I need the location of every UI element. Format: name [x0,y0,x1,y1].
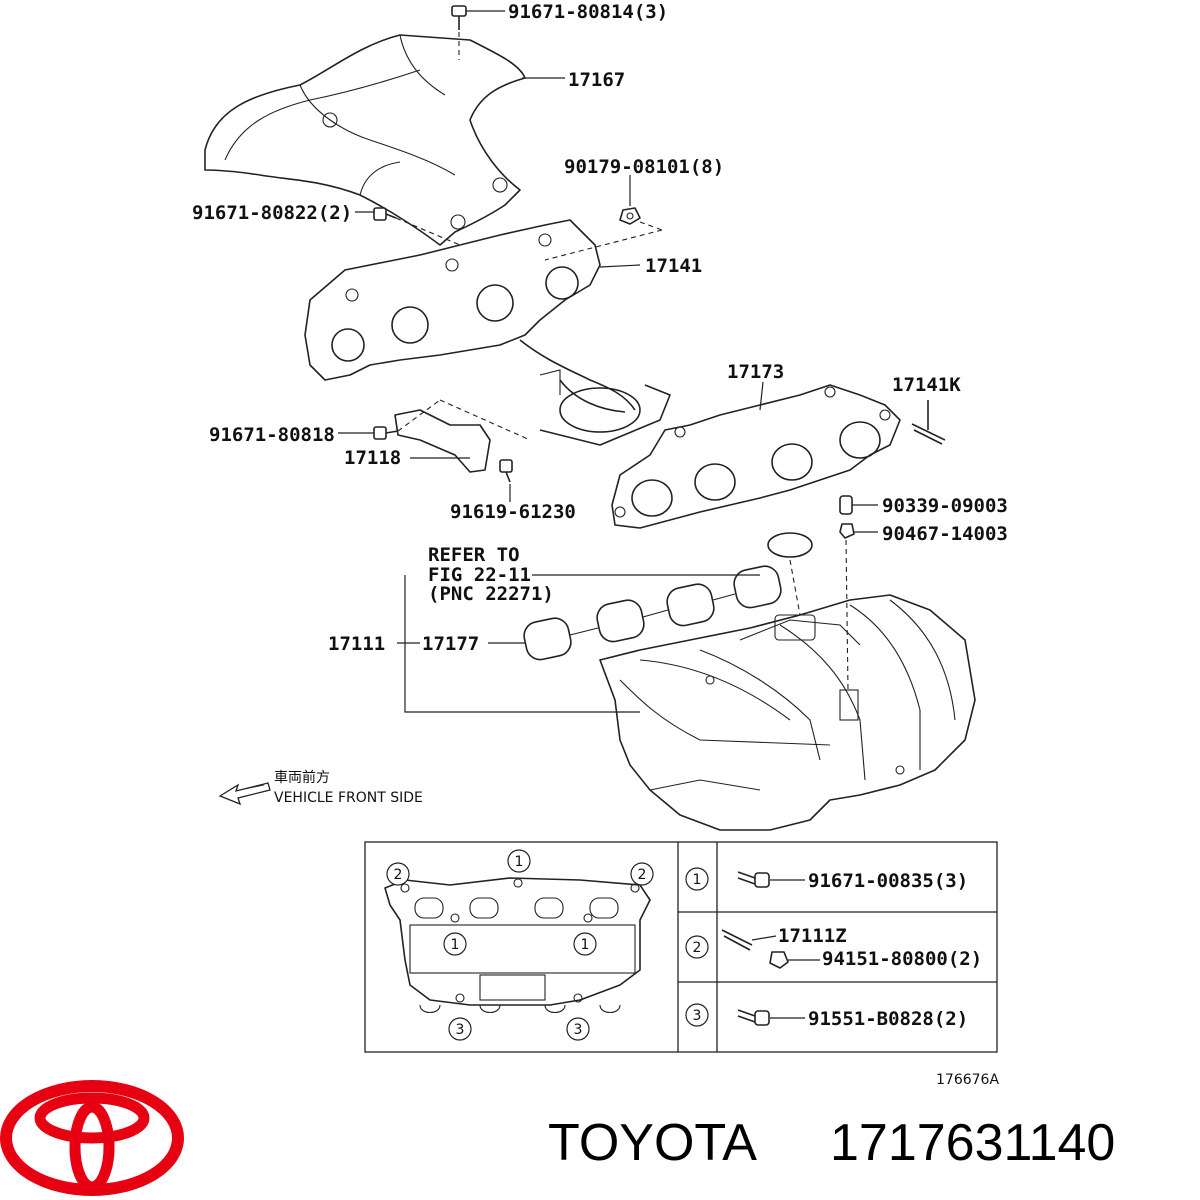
callout-bracket: 17118 [344,447,401,469]
callout-exhaust-gasket: 17173 [727,361,784,383]
vehicle-front-indicator: 車両前方 VEHICLE FRONT SIDE [218,769,423,806]
exhaust-manifold-drawing [304,219,671,446]
svg-text:1: 1 [451,937,460,953]
hardware-drawings [373,5,946,539]
legend-part-row1: 91671-00835(3) [808,870,968,892]
nut-icon [769,951,789,969]
brand-name: TOYOTA [548,1114,757,1172]
callout-intake-manifold: 17111 [328,633,385,655]
callout-bolt-small: 91619-61230 [450,501,576,523]
refer-line-2: FIG 22-11 [428,564,531,586]
callout-bolt-bracket: 91671-80818 [209,424,335,446]
legend-marker-1: 1 [693,872,702,888]
toyota-logo-icon [0,1080,184,1196]
brand-caption: TOYOTA 1717631140 [548,1114,1115,1172]
leader-lines [338,10,878,713]
drawing-markers: 1 2 2 1 1 3 3 [386,849,654,1041]
bolt-icon [737,871,770,888]
heat-insulator-drawing [204,34,526,246]
callout-stud: 17141K [892,374,961,396]
refer-line-3: (PNC 22271) [428,583,554,605]
direction-japanese: 車両前方 [274,769,330,786]
callout-nut-8: 90179-08101(8) [564,156,724,178]
brand-part-number: 1717631140 [830,1114,1115,1172]
refer-line-1: REFER TO [428,544,520,566]
direction-english: VEHICLE FRONT SIDE [274,790,423,806]
legend-part-row3: 91551-B0828(2) [808,1008,968,1030]
callout-labels: 91671-80814(3) 17167 90179-08101(8) 9167… [192,1,1008,655]
intake-manifold-drawing [599,594,976,831]
callout-intake-gasket: 17177 [422,633,479,655]
callout-pin: 90339-09003 [882,495,1008,517]
callout-nut-small: 90467-14003 [882,523,1008,545]
svg-text:3: 3 [574,1022,583,1038]
stud-icon [721,929,753,951]
figure-id: 176676A [936,1072,999,1088]
exhaust-gasket-drawing [611,384,901,529]
svg-text:1: 1 [515,854,524,870]
legend-row-1: 1 91671-00835(3) [685,867,968,892]
front-arrow-icon [218,782,271,806]
svg-text:2: 2 [394,867,403,883]
svg-text:1: 1 [581,937,590,953]
svg-text:3: 3 [456,1022,465,1038]
legend-row-3: 3 91551-B0828(2) [685,1003,968,1030]
flange-bolt-icon [737,1009,770,1026]
legend-marker-3: 3 [693,1008,702,1024]
legend-table: 1 2 2 1 1 3 3 1 91671-00835(3) [364,841,998,1053]
assembly-lines [395,32,849,691]
legend-row-2: 2 17111Z 94151-80800(2) [685,925,982,970]
intake-gasket-drawing [523,532,813,661]
callout-bolt-side: 91671-80822(2) [192,202,352,224]
callout-heat-insulator: 17167 [568,69,625,91]
legend-part-row2b: 94151-80800(2) [822,948,982,970]
legend-marker-2: 2 [693,940,702,956]
callout-exhaust-manifold: 17141 [645,255,702,277]
svg-text:2: 2 [638,867,647,883]
callout-bolt-top: 91671-80814(3) [508,1,668,23]
legend-part-row2a: 17111Z [778,925,847,947]
bolt-pattern-drawing [384,877,651,1014]
